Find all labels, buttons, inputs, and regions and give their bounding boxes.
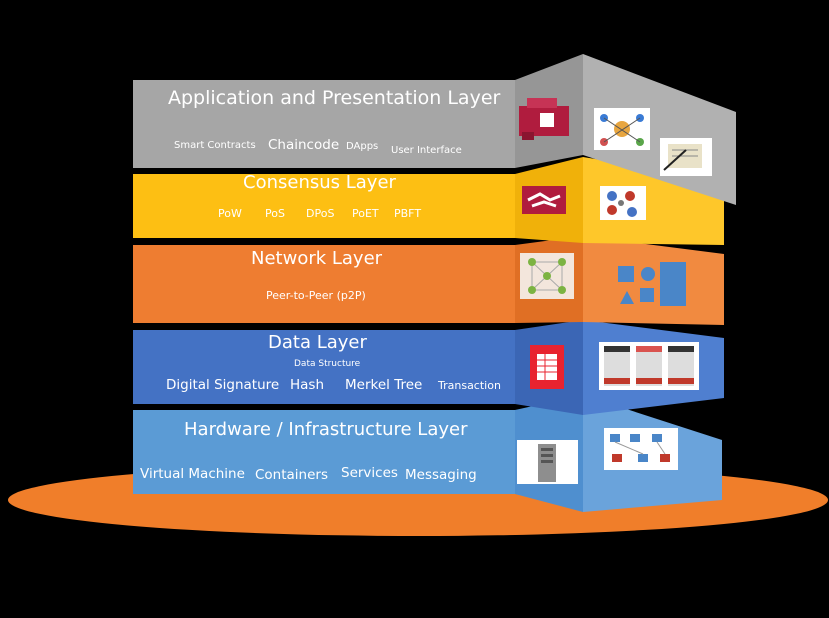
item-user-interface: User Interface [391, 145, 462, 156]
item-chaincode: Chaincode [268, 137, 340, 153]
application-layer-title: Application and Presentation Layer [168, 87, 501, 109]
application-server-icon [519, 98, 569, 140]
item-hash: Hash [290, 377, 325, 393]
block-chain-icon [599, 342, 699, 390]
document-pen-icon [660, 138, 712, 176]
handshake-icon [522, 186, 566, 214]
item-containers: Containers [255, 467, 329, 483]
item-merkel-tree: Merkel Tree [345, 377, 423, 393]
item-pow: PoW [218, 207, 242, 220]
item-transaction: Transaction [438, 379, 501, 392]
consensus-cycle-icon [600, 186, 646, 220]
ledger-document-icon [530, 345, 564, 389]
item-peer-to-peer: Peer-to-Peer (p2P) [266, 289, 366, 302]
data-layer-title: Data Layer [268, 332, 367, 353]
item-dpos: DPoS [306, 207, 335, 220]
application-network-icon [594, 108, 650, 150]
consensus-layer-title: Consensus Layer [243, 172, 396, 193]
hardware-layer-title: Hardware / Infrastructure Layer [184, 419, 468, 440]
item-pos: PoS [265, 207, 285, 220]
network-layer-block [133, 236, 724, 325]
item-pbft: PBFT [394, 207, 422, 220]
item-virtual-machine: Virtual Machine [140, 466, 245, 482]
network-layer-title: Network Layer [251, 248, 383, 269]
server-tower-icon [517, 440, 578, 484]
item-poet: PoET [352, 207, 379, 220]
p2p-network-icon [520, 253, 574, 299]
item-dapps: DApps [346, 141, 379, 152]
consensus-layer-block [133, 157, 724, 245]
item-services: Services [341, 465, 398, 481]
item-smart-contracts: Smart Contracts [174, 140, 256, 151]
puzzle-shapes-icon [618, 262, 686, 306]
infrastructure-network-icon [604, 428, 678, 470]
item-messaging: Messaging [405, 467, 477, 483]
data-structure-label: Data Structure [294, 359, 361, 369]
item-digital-signature: Digital Signature [166, 377, 280, 393]
